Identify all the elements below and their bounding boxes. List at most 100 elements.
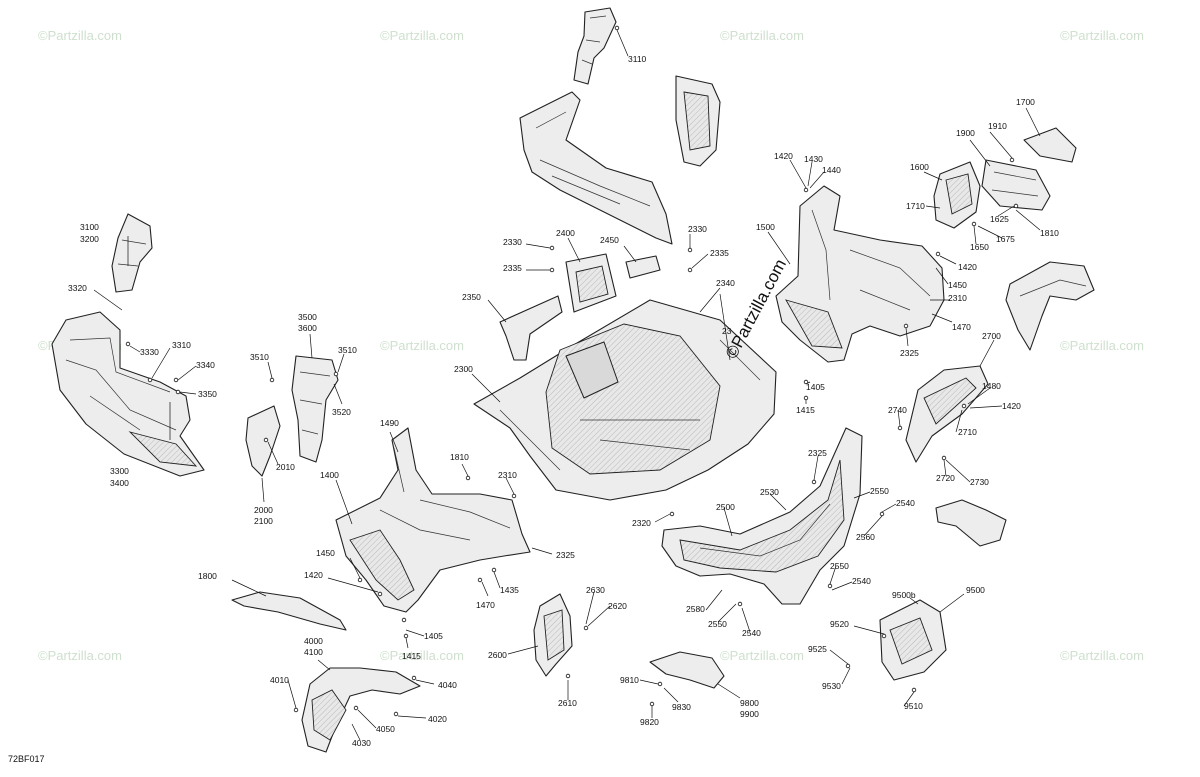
callout-4010: 4010 [270,675,289,685]
callout-1420: 1420 [774,151,793,161]
callout-9830: 9830 [672,702,691,712]
callout-1420: 1420 [1002,401,1021,411]
callout-4030: 4030 [352,738,371,748]
callout-2340: 2340 [716,278,735,288]
part-2450 [625,255,661,279]
callout-1450: 1450 [948,280,967,290]
callout-3520: 3520 [332,407,351,417]
callout-3350: 3350 [198,389,217,399]
callout-2000: 2000 [254,505,273,515]
callout-3500: 3500 [298,312,317,322]
callout-2530: 2530 [760,487,779,497]
callout-2540: 2540 [742,628,761,638]
callout-1710: 1710 [906,201,925,211]
callout-9520: 9520 [830,619,849,629]
callout-2100: 2100 [254,516,273,526]
callout-4100: 4100 [304,647,323,657]
callout-2560: 2560 [856,532,875,542]
callout-2335: 2335 [503,263,522,273]
callout-1420: 1420 [304,570,323,580]
callout-2330: 2330 [503,237,522,247]
callout-4000: 4000 [304,636,323,646]
callout-1435: 1435 [500,585,519,595]
callout-1405: 1405 [424,631,443,641]
callout-3600: 3600 [298,323,317,333]
callout-9500: 9500 [966,585,985,595]
callout-1500: 1500 [756,222,775,232]
callout-9900: 9900 [740,709,759,719]
callout-2610: 2610 [558,698,577,708]
callout-1430: 1430 [804,154,823,164]
callout-3200: 3200 [80,234,99,244]
watermark-text: ©Partzilla.com [38,28,122,43]
callout-3110: 3110 [628,54,647,64]
callout-3310: 3310 [172,340,191,350]
part-3500 [291,355,339,463]
part-3100 [111,213,153,293]
callout-3510: 3510 [250,352,269,362]
callout-labels: 3110 3100 3200 3320 3330 3310 3340 3350 … [68,54,1059,748]
callout-2620: 2620 [608,601,627,611]
callout-1810: 1810 [450,452,469,462]
callout-2400: 2400 [556,228,575,238]
callout-9800: 9800 [740,698,759,708]
callout-1440: 1440 [822,165,841,175]
callout-2550: 2550 [708,619,727,629]
callout-2320: 2320 [632,518,651,528]
watermark-text: ©Partzilla.com [1060,338,1144,353]
callout-2740: 2740 [888,405,907,415]
part-1500-dash [775,185,945,363]
watermark-text: ©Partzilla.com [720,648,804,663]
callout-3320: 3320 [68,283,87,293]
callout-1810: 1810 [1040,228,1059,238]
callout-1420: 1420 [958,262,977,272]
callout-2500: 2500 [716,502,735,512]
part-right-fender [1005,261,1095,351]
callout-2600: 2600 [488,650,507,660]
callout-2350: 2350 [462,292,481,302]
callout-3400: 3400 [110,478,129,488]
watermark-text: ©Partzilla.com [380,338,464,353]
callout-4050: 4050 [376,724,395,734]
callout-1400: 1400 [320,470,339,480]
callout-9810: 9810 [620,675,639,685]
callout-2310-partial: 23 [722,326,732,336]
callout-2550: 2550 [870,486,889,496]
callout-1675: 1675 [996,234,1015,244]
callout-2325: 2325 [556,550,575,560]
part-1800 [231,591,347,631]
callout-1415: 1415 [796,405,815,415]
callout-9510: 9510 [904,701,923,711]
watermark-text: ©Partzilla.com [380,648,464,663]
part-9500-plate [879,599,947,681]
callout-3330: 3330 [140,347,159,357]
callout-2720: 2720 [936,473,955,483]
callout-1700: 1700 [1016,97,1035,107]
callout-2010: 2010 [276,462,295,472]
callout-1600: 1600 [910,162,929,172]
part-2500-bumper [661,427,863,605]
callout-2540: 2540 [896,498,915,508]
part-upper-rail [519,91,673,245]
callout-9820: 9820 [640,717,659,727]
callout-4040: 4040 [438,680,457,690]
part-3110 [573,7,617,85]
callout-1800: 1800 [198,571,217,581]
callout-3510: 3510 [338,345,357,355]
callout-9525: 9525 [808,644,827,654]
part-2300-cargo-box [473,299,777,501]
leader-lines [93,29,1041,741]
callout-2710: 2710 [958,427,977,437]
callout-2550: 2550 [830,561,849,571]
callout-2325: 2325 [900,348,919,358]
callout-1415: 1415 [402,651,421,661]
callout-1405: 1405 [806,382,825,392]
callout-4020: 4020 [428,714,447,724]
callout-2325: 2325 [808,448,827,458]
callout-3340: 3340 [196,360,215,370]
callout-1480: 1480 [982,381,1001,391]
callout-9500b: 9500b [892,590,916,600]
part-2600 [533,593,573,677]
part-small-bracket-right [935,499,1007,547]
